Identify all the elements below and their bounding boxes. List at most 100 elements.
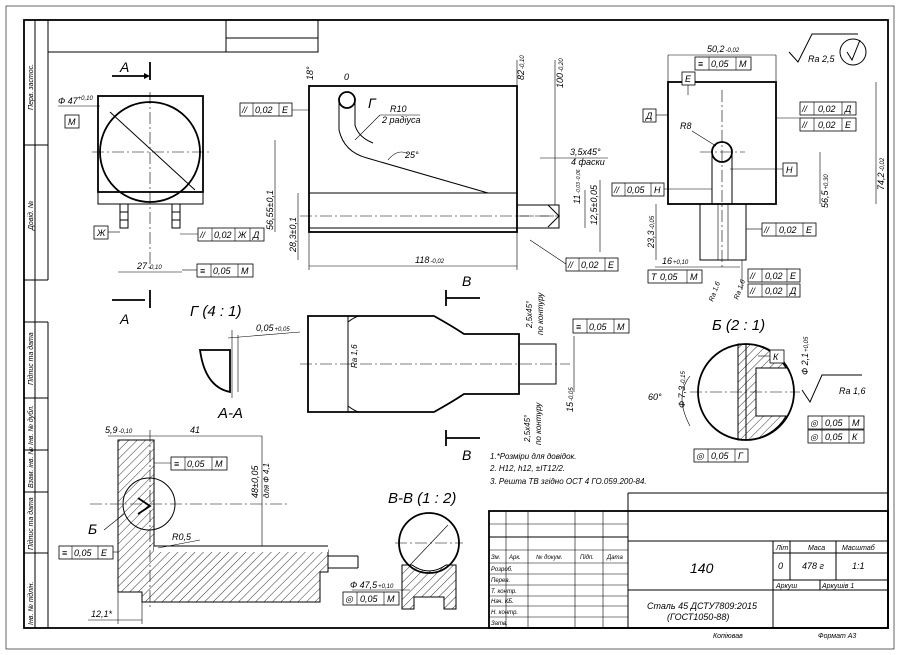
section-aa-sym-ref: М: [215, 459, 223, 469]
view-a-parallel-ref1: Ж: [237, 230, 247, 240]
main-tol-left-sym: //: [241, 105, 249, 115]
section-bb-tol-val: 0,05: [360, 594, 379, 604]
section-v-chamfer-top-note: по контуру: [536, 292, 545, 335]
view-g: Г (4 : 1) 0,05+0,05: [190, 303, 301, 398]
main-dim-56-55: 56,55±0,1: [265, 190, 275, 230]
section-bb-tol-sym: ◎: [345, 594, 354, 604]
view-b-tol-k-ref: К: [852, 432, 858, 442]
material-1: Сталь 45 ДСТУ7809:2015: [647, 601, 758, 611]
main-zero: 0: [344, 72, 349, 82]
section-v-sym-ref: М: [617, 322, 625, 332]
main-tol-right-ref: Е: [608, 260, 615, 270]
technical-notes: 1.*Розміри для довідок. 2. Н12, h12, ±IT…: [489, 452, 647, 486]
main-tol-right-val: 0,02: [581, 260, 599, 270]
section-v-dim-15: 15-0,05: [565, 387, 575, 412]
main-dim-11: 11-0,03 -0,06: [572, 169, 582, 204]
tb-masshtab: Масштаб: [842, 544, 876, 552]
view-a-dim-27: 27-0,10: [136, 261, 162, 271]
right-tol-e3-ref: Е: [790, 271, 797, 281]
right-tol-e2: // 0,02 Е: [746, 222, 817, 237]
right-tol-d3: // 0,02 Д: [741, 260, 801, 298]
right-tol-d-val: 0,02: [818, 104, 836, 114]
right-tol-e2-sym: //: [763, 225, 771, 235]
view-b-tol-m-ref: М: [852, 418, 860, 428]
view-b-tol-m-sym: ◎: [810, 418, 819, 428]
right-tol-n: // 0,05 Н: [611, 182, 712, 197]
strip-dovid: Довід. №: [27, 200, 35, 231]
role-zatv: Затв.: [491, 621, 508, 627]
title-block: Зм. Арк. № докум. Підп. Дата Розроб. Пер…: [488, 492, 889, 640]
view-b-tol-g-val: 0,05: [711, 451, 730, 461]
right-tol-t: T 0,05 М: [647, 269, 703, 284]
right-dim-56-5: 56,5+0,30: [820, 174, 830, 208]
view-a-sym-sym: ≡: [200, 266, 205, 276]
main-dim-82: 82-0,10: [516, 55, 526, 80]
section-aa-dim-48-note: для Ф 4,1: [262, 463, 271, 498]
section-aa-sym-sym: ≡: [174, 459, 179, 469]
section-aa-dim-5-9: 5,9-0,10: [105, 425, 133, 435]
right-ra-a: Ra 1,6: [708, 281, 722, 303]
view-b-tol-g: ◎ 0,05 Г: [693, 448, 749, 463]
note-1: 1.*Розміри для довідок.: [490, 452, 577, 461]
section-aa-sym-val: 0,05: [187, 459, 206, 469]
right-tol-e3-val: 0,02: [765, 271, 783, 281]
right-tol-d3-ref: Д: [789, 286, 797, 296]
section-bb-dia: Ф 47,5+0,10: [350, 580, 394, 590]
main-tol-left: // 0,02 Е: [239, 102, 309, 117]
section-bb-tol: ◎ 0,05 М: [342, 591, 400, 606]
view-g-title: Г (4 : 1): [190, 303, 242, 320]
view-a-datum-m: М: [68, 117, 76, 127]
section-aa-sym-tol: ≡ 0,05 М: [154, 456, 228, 471]
view-a-sym-val: 0,05: [213, 266, 232, 276]
right-tol-t-val: 0,05: [660, 272, 679, 282]
right-dim-23-3: 23,3-0,05: [646, 215, 656, 249]
right-tol-e2-ref: Е: [806, 225, 813, 235]
view-b-datum-k: К: [773, 352, 779, 362]
main-tol-right-sym: //: [567, 260, 575, 270]
section-bb-tol-ref: М: [387, 594, 395, 604]
view-a-sym-tol: ≡ 0,05 М: [182, 263, 254, 278]
section-v-sym-tol: ≡ 0,05 М: [572, 318, 630, 334]
note-2: 2. Н12, h12, ±IT12/2.: [489, 464, 565, 473]
right-tol-t-sym: T: [651, 272, 658, 282]
main-chamfer: 3,5x45°: [570, 147, 601, 157]
right-tol-t-ref: М: [690, 272, 698, 282]
rev-h-doc: № докум.: [536, 554, 562, 561]
strip-pidpys-2: Підпис та дата: [27, 497, 35, 550]
view-b-tol-k-val: 0,05: [825, 432, 844, 442]
rev-h-zm: Зм.: [491, 555, 500, 561]
right-sym-sym: ≡: [698, 59, 703, 69]
right-tol-d3-sym: //: [749, 286, 757, 296]
material-2: (ГОСТ1050-88): [667, 612, 729, 622]
section-v: В Ra 1,6 2,5x45° по контуру 2,5x45° по к…: [300, 273, 630, 463]
view-g-dim: 0,05+0,05: [256, 323, 290, 333]
view-b-title: Б (2 : 1): [712, 317, 765, 334]
right-dim-74-2: 74,2-0,02: [876, 157, 886, 190]
strip-vzam-inv: Взам. інв. №: [27, 447, 35, 488]
view-a-parallel-tol: // 0,02 Ж Д: [180, 227, 265, 242]
right-tol-e3: // 0,02 Е: [747, 268, 801, 283]
view-b-angle-60: 60°: [648, 392, 662, 402]
rev-h-data: Дата: [606, 555, 623, 561]
view-a-sym-ref: М: [241, 266, 249, 276]
section-aa-r0-5: R0,5: [172, 532, 192, 542]
right-sym-ref: М: [739, 59, 747, 69]
section-aa-tol-e-ref: Е: [101, 548, 108, 558]
general-roughness: Ra 2,5: [788, 33, 867, 66]
roughness-main: Ra 2,5: [808, 54, 836, 64]
tb-masa-value: 478 г: [802, 561, 825, 571]
right-view: 50,2-0,02 ≡ 0,05 М Е Д R8 // 0,02 Д: [611, 44, 886, 303]
main-r10: R10: [390, 104, 407, 114]
tb-lit-value: 0: [778, 561, 783, 571]
view-a-parallel-val: 0,02: [214, 230, 232, 240]
main-tol-right: // 0,02 Е: [529, 239, 619, 272]
section-v-label-top: В: [462, 273, 471, 289]
right-tol-n-ref: Н: [654, 185, 661, 195]
section-v-sym-val: 0,05: [589, 322, 608, 332]
view-b-tol-m: ◎ 0,05 М: [807, 415, 865, 430]
view-b-tol-g-ref: Г: [738, 451, 744, 461]
designation: 140: [690, 560, 714, 576]
main-view: // 0,02 Е 18° 0 Г R10 2 радіуса 25° 82-0…: [239, 55, 619, 272]
view-b-tol-k: ◎ 0,05 К: [807, 429, 865, 444]
right-datum-n: Н: [786, 165, 793, 175]
